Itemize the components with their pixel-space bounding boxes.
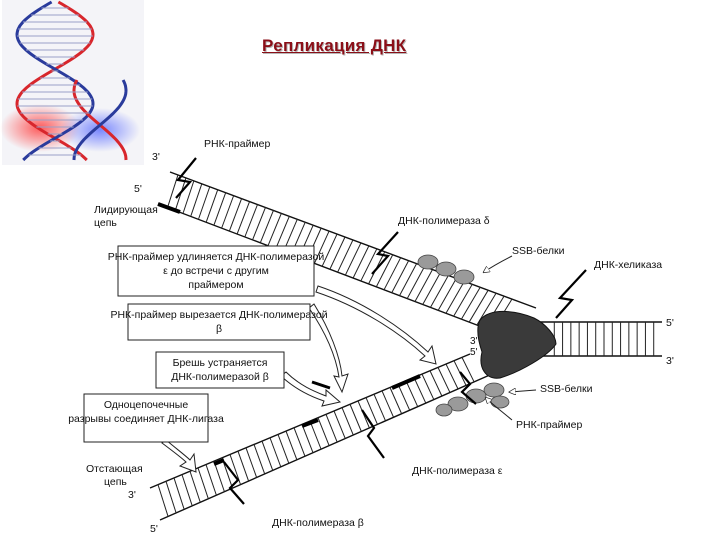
label-helicase: ДНК-хеликаза bbox=[594, 259, 662, 271]
label-rna-primer-bottom: РНК-праймер bbox=[516, 419, 582, 431]
label-rna-primer-top: РНК-праймер bbox=[204, 138, 270, 150]
ssb-proteins-top bbox=[417, 254, 475, 285]
box-nicks-ligase: Одноцепочечные разрывы соединяет ДНК-лиг… bbox=[68, 393, 224, 443]
box-primer-excised: РНК-праймер вырезается ДНК-полимеразой β bbox=[110, 303, 328, 341]
label-3prime-top: 3' bbox=[152, 151, 160, 163]
helicase-zigzag bbox=[555, 269, 587, 319]
label-5prime-bottom: 5' bbox=[150, 523, 158, 535]
pointer-primer-bottom bbox=[486, 398, 513, 421]
label-5prime-right: 5' bbox=[666, 317, 674, 329]
svg-text:праймером: праймером bbox=[188, 279, 243, 291]
polymerase-delta-zigzag bbox=[371, 231, 399, 275]
label-fork-3prime: 3' bbox=[470, 336, 478, 347]
svg-text:РНК-праймер удлиняется ДНК-пол: РНК-праймер удлиняется ДНК-полимеразой bbox=[108, 251, 325, 263]
label-dna-pol-delta: ДНК-полимераза δ bbox=[398, 215, 490, 227]
polymerase-beta-zigzag bbox=[223, 461, 245, 505]
lagging-duplex bbox=[149, 353, 493, 521]
svg-text:Брешь устраняется: Брешь устраняется bbox=[173, 357, 268, 369]
pointer-ssb-top bbox=[484, 255, 513, 272]
helicase-protein bbox=[477, 311, 557, 379]
arrow-primer-excised bbox=[308, 303, 349, 394]
svg-text:ε до встречи с другим: ε до встречи с другим bbox=[163, 265, 269, 277]
slide-title: Репликация ДНК bbox=[262, 36, 407, 55]
svg-text:разрывы соединяет ДНК-лигаза: разрывы соединяет ДНК-лигаза bbox=[68, 413, 224, 425]
primer-zigzag-top bbox=[175, 157, 197, 199]
pointer-ssb-bottom bbox=[510, 390, 537, 392]
leading-duplex bbox=[157, 171, 537, 332]
box-primer-extended: РНК-праймер удлиняется ДНК-полимеразой ε… bbox=[108, 245, 325, 297]
label-fork-5prime: 5' bbox=[470, 347, 478, 358]
label-ssb-top: SSB-белки bbox=[512, 245, 565, 257]
svg-text:РНК-праймер вырезается ДНК-пол: РНК-праймер вырезается ДНК-полимеразой bbox=[110, 309, 327, 321]
label-3prime-right: 3' bbox=[666, 355, 674, 367]
arrow-primer-extended bbox=[315, 285, 437, 365]
svg-text:ДНК-полимеразой β: ДНК-полимеразой β bbox=[171, 371, 269, 383]
label-lagging-strand-2: цепь bbox=[104, 476, 127, 488]
helix-thumbnail-image bbox=[0, 0, 144, 165]
ssb-proteins-bottom bbox=[435, 382, 510, 417]
svg-text:β: β bbox=[216, 323, 222, 335]
label-leading-strand-2: цепь bbox=[94, 217, 117, 229]
svg-text:Одноцепочечные: Одноцепочечные bbox=[104, 399, 189, 411]
parent-duplex bbox=[540, 321, 662, 357]
arrow-ligase bbox=[161, 439, 197, 473]
polymerase-epsilon-zigzag bbox=[361, 409, 385, 459]
label-dna-pol-epsilon: ДНК-полимераза ε bbox=[412, 465, 503, 477]
label-lagging-strand-1: Отстающая bbox=[86, 463, 143, 475]
arrow-gap-filled bbox=[280, 371, 342, 407]
label-ssb-bottom: SSB-белки bbox=[540, 383, 593, 395]
label-dna-pol-beta: ДНК-полимераза β bbox=[272, 517, 364, 529]
label-3prime-bottom: 3' bbox=[128, 489, 136, 501]
label-5prime-top: 5' bbox=[134, 183, 142, 195]
label-leading-strand-1: Лидирующая bbox=[94, 204, 158, 216]
primer-zigzag-bottom bbox=[459, 371, 477, 405]
box-gap-filled: Брешь устраняется ДНК-полимеразой β bbox=[155, 351, 285, 389]
